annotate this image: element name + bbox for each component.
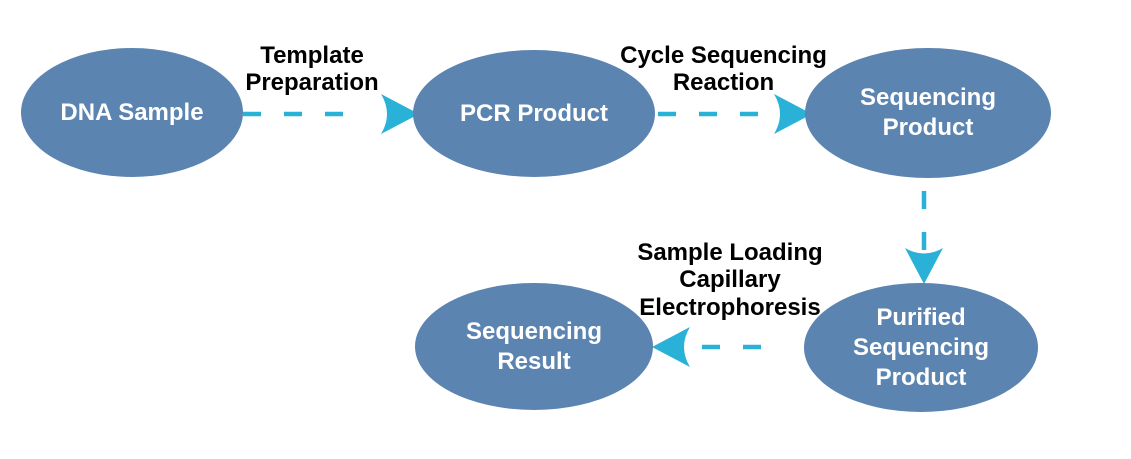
node-pcr-product: PCR Product [413, 50, 655, 177]
node-sequencing-result: Sequencing Result [415, 283, 653, 410]
edge-label-template-preparation: Template Preparation [245, 42, 379, 97]
node-sequencing-result-label: Sequencing Result [465, 317, 603, 375]
node-dna-sample-label: DNA Sample [60, 98, 204, 126]
edge-label-sample-loading-capillary-electrophoresis: Sample Loading Capillary Electrophoresis [637, 239, 823, 321]
arrowhead-left-icon [652, 327, 690, 367]
node-purified-sequencing-product: Purified Sequencing Product [804, 283, 1038, 412]
arrow-sequencing-product-to-purified [905, 191, 943, 284]
arrow-purified-to-result [652, 327, 772, 367]
arrowhead-right-icon [381, 94, 419, 134]
arrow-pcr-to-sequencing-product [658, 94, 812, 134]
node-sequencing-product: Sequencing Product [805, 48, 1051, 178]
node-dna-sample: DNA Sample [21, 48, 243, 177]
arrow-dna-to-pcr [243, 94, 419, 134]
node-pcr-product-label: PCR Product [459, 99, 608, 127]
arrowhead-right-icon [774, 94, 812, 134]
arrowhead-down-icon [905, 248, 943, 284]
node-purified-sequencing-product-label: Purified Sequencing Product [852, 303, 990, 391]
edge-label-cycle-sequencing-reaction: Cycle Sequencing Reaction [620, 42, 827, 97]
node-sequencing-product-label: Sequencing Product [859, 84, 997, 141]
